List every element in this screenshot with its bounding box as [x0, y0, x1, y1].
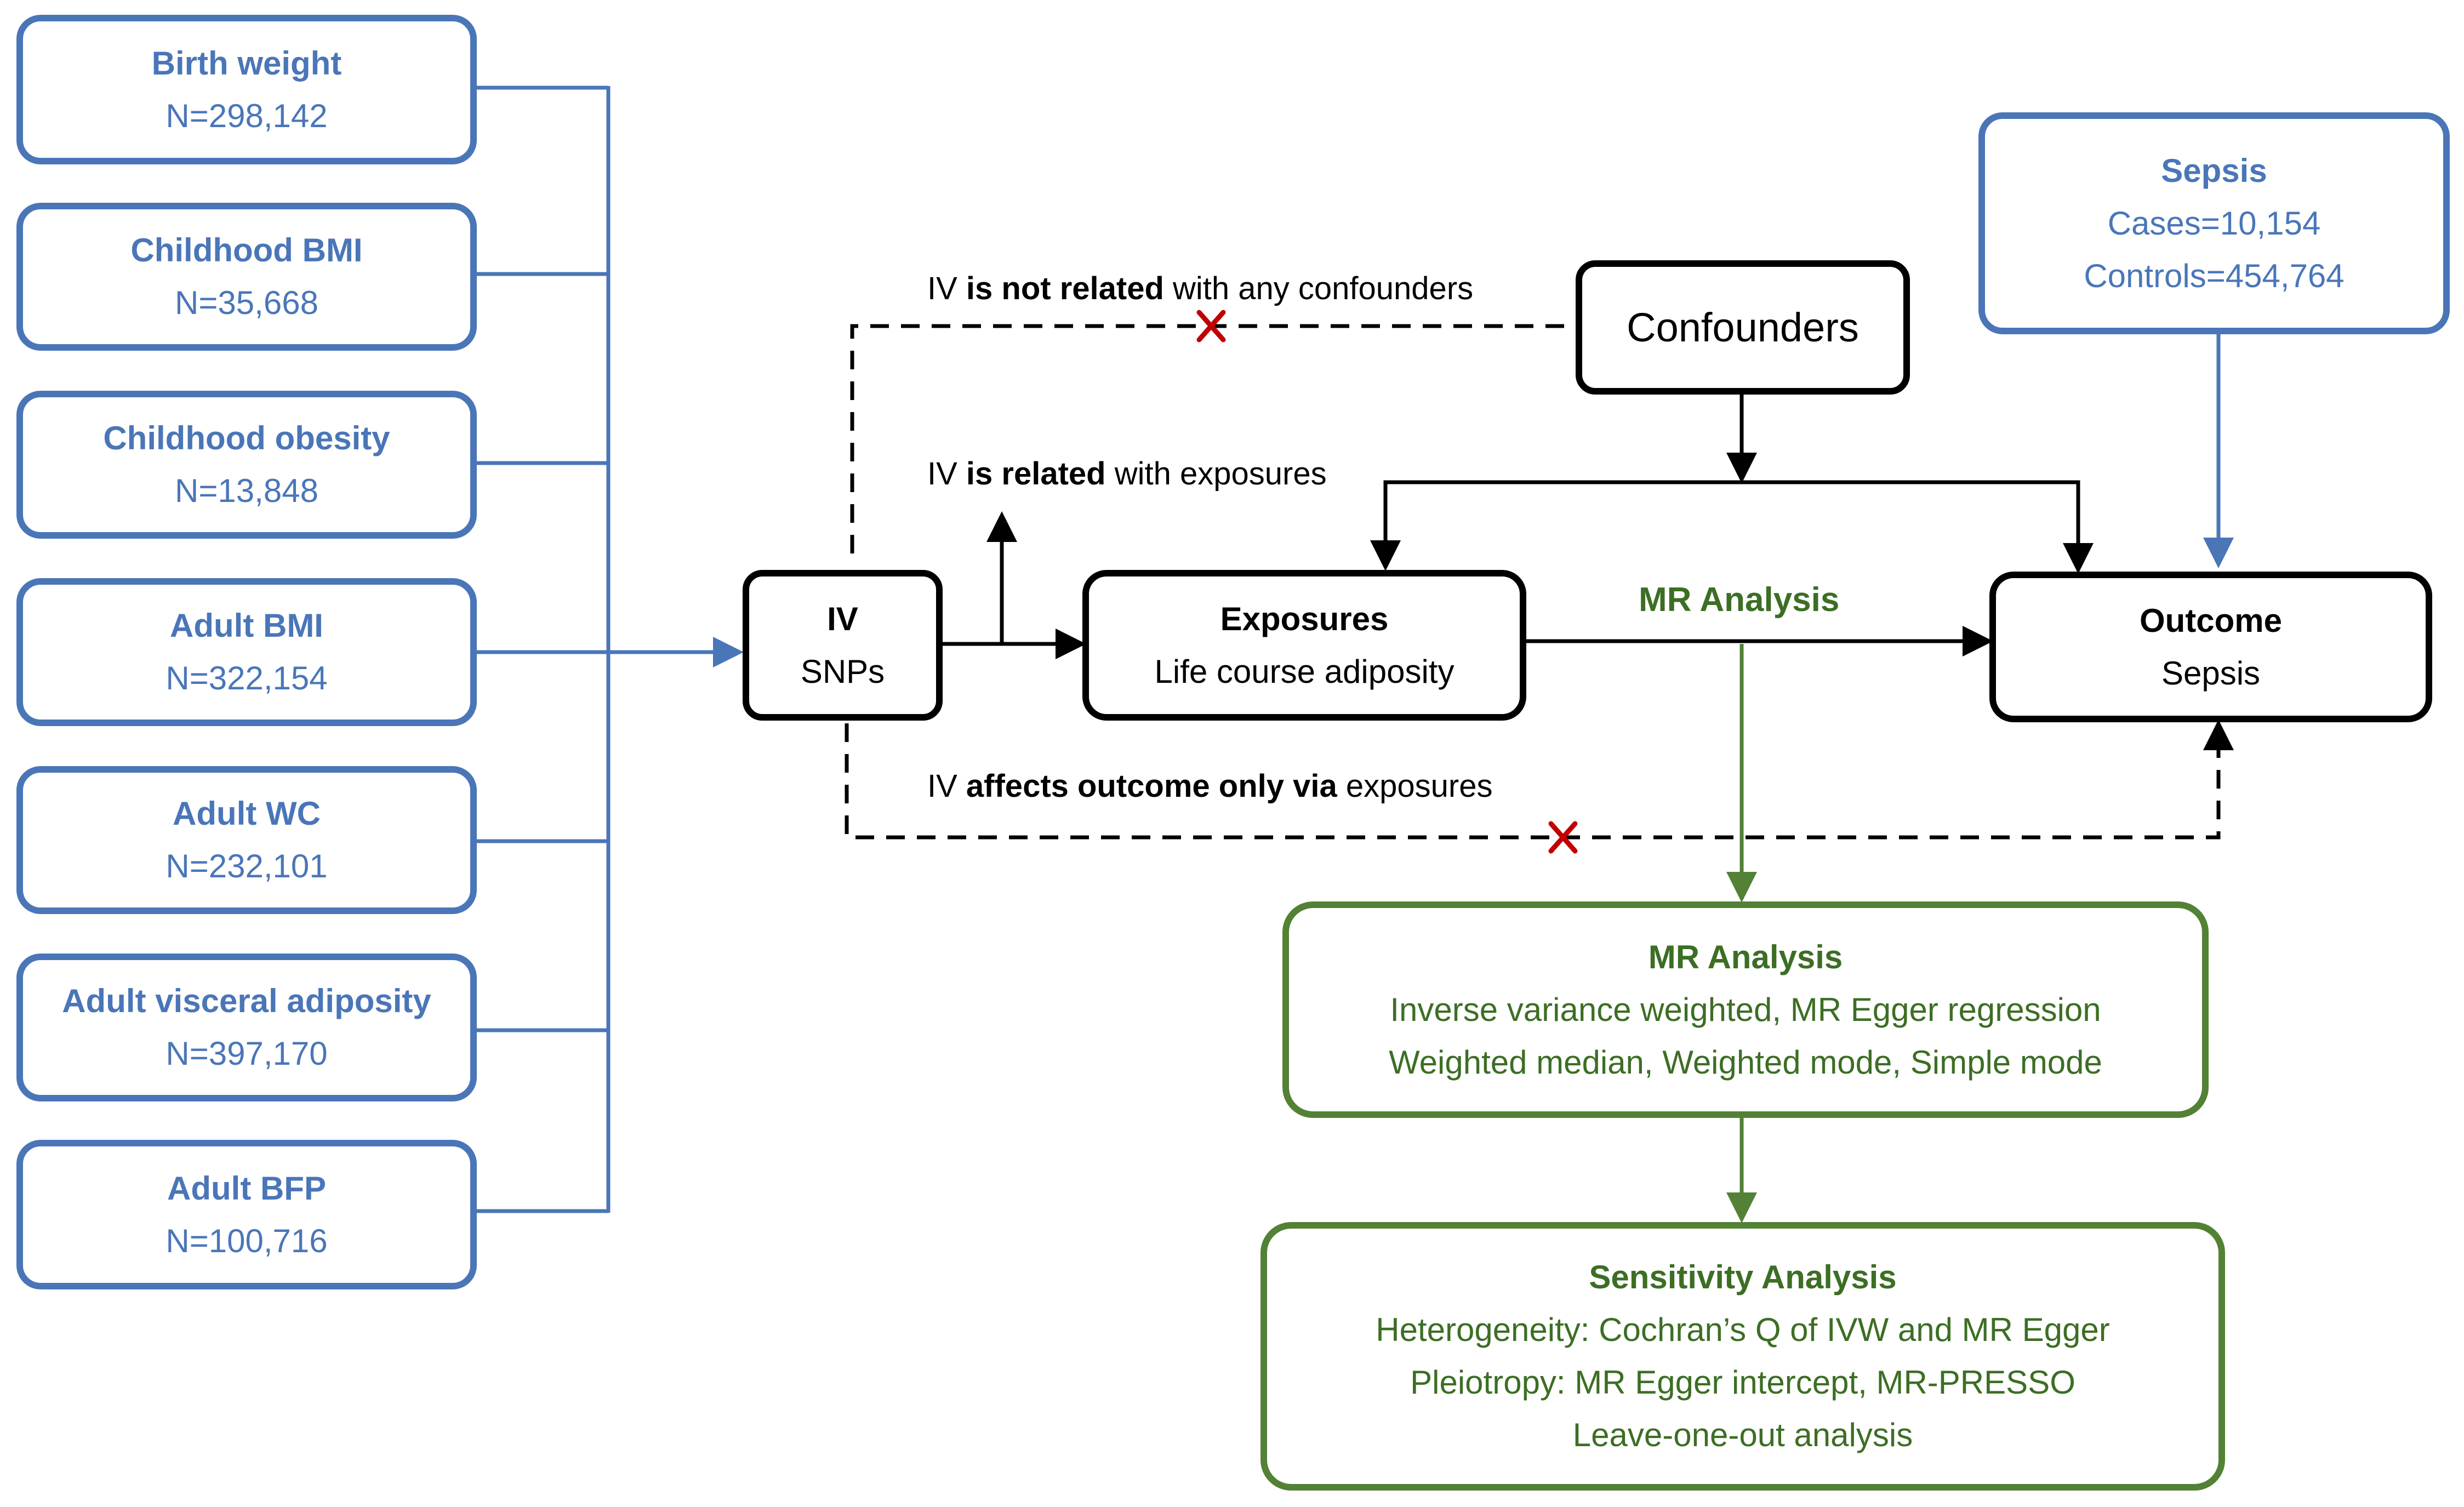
sepsis-cases: Cases=10,154 — [2107, 204, 2321, 242]
outcome-box: Outcome Sepsis — [1989, 572, 2432, 722]
assumption-suffix: exposures — [1337, 768, 1493, 804]
exposure-n: N=298,142 — [166, 97, 328, 134]
assumption-emphasis: affects outcome only via — [966, 768, 1337, 804]
assumption-only-via-label: IV affects outcome only via exposures — [927, 767, 1493, 806]
exposure-name: Adult BMI — [170, 607, 323, 644]
confounders-box: Confounders — [1576, 260, 1910, 395]
sensitivity-line: Leave-one-out analysis — [1572, 1417, 1913, 1453]
assumption-suffix: with exposures — [1105, 456, 1327, 492]
assumption-emphasis: is related — [966, 456, 1106, 492]
assumption-not-related-label: IV is not related with any confounders — [927, 270, 1473, 308]
exposure-name: Adult BFP — [167, 1169, 326, 1207]
confounders-branch-line — [1383, 480, 2080, 567]
exposure-n: N=232,101 — [166, 848, 328, 884]
exposure-box-adult-wc: Adult WC N=232,101 — [16, 766, 477, 914]
assumption-prefix: IV — [927, 271, 966, 306]
exposure-box-adult-bfp: Adult BFP N=100,716 — [16, 1140, 477, 1289]
exposure-name: Adult WC — [173, 795, 321, 832]
sepsis-controls: Controls=454,764 — [2084, 257, 2345, 294]
assumption-related-label: IV is related with exposures — [927, 455, 1327, 493]
assumption-prefix: IV — [927, 768, 966, 804]
sensitivity-analysis-box: Sensitivity Analysis Heterogeneity: Coch… — [1260, 1222, 2225, 1491]
sepsis-title: Sepsis — [2161, 152, 2267, 189]
exposure-n: N=35,668 — [175, 284, 318, 321]
exposure-name: Childhood BMI — [130, 232, 363, 269]
mr-arrow-label: MR Analysis — [1639, 581, 1840, 619]
outcome-sub: Sepsis — [2161, 654, 2261, 692]
exposures-box: Exposures Life course adiposity — [1082, 570, 1526, 721]
sepsis-box: Sepsis Cases=10,154 Controls=454,764 — [1978, 112, 2450, 334]
exposure-n: N=322,154 — [166, 660, 328, 697]
iv-confounders-dashed-path — [850, 324, 1576, 553]
assumption-suffix: with any confounders — [1163, 271, 1474, 306]
mr-analysis-title: MR Analysis — [1648, 938, 1843, 975]
cross-icon — [1548, 821, 1578, 854]
sensitivity-line: Pleiotropy: MR Egger intercept, MR-PRESS… — [1410, 1364, 2075, 1401]
exposure-bracket — [477, 85, 611, 1213]
exposure-n: N=13,848 — [175, 472, 318, 509]
outcome-title: Outcome — [2139, 602, 2283, 639]
confounders-label: Confounders — [1627, 304, 1859, 350]
exposures-sub: Life course adiposity — [1154, 653, 1455, 690]
exposure-name: Adult visceral adiposity — [62, 983, 431, 1019]
assumption-prefix: IV — [927, 456, 966, 492]
iv-title: IV — [827, 600, 858, 637]
mr-analysis-line: Weighted median, Weighted mode, Simple m… — [1389, 1043, 2102, 1081]
exposure-box-birth-weight: Birth weight N=298,142 — [16, 15, 477, 164]
mr-analysis-line: Inverse variance weighted, MR Egger regr… — [1390, 991, 2101, 1028]
sensitivity-title: Sensitivity Analysis — [1589, 1259, 1897, 1295]
exposure-n: N=100,716 — [166, 1222, 328, 1259]
iv-box: IV SNPs — [743, 570, 943, 721]
mr-analysis-box: MR Analysis Inverse variance weighted, M… — [1282, 901, 2209, 1118]
cross-icon — [1196, 310, 1226, 342]
iv-outcome-dashed-path — [845, 723, 2221, 840]
exposure-box-adult-visceral-adiposity: Adult visceral adiposity N=397,170 — [16, 954, 477, 1101]
assumption-emphasis: is not related — [966, 271, 1164, 306]
exposure-box-adult-bmi: Adult BMI N=322,154 — [16, 578, 477, 726]
exposure-name: Birth weight — [151, 44, 342, 82]
exposure-box-childhood-obesity: Childhood obesity N=13,848 — [16, 391, 477, 539]
exposure-name: Childhood obesity — [103, 420, 390, 456]
exposure-box-childhood-bmi: Childhood BMI N=35,668 — [16, 203, 477, 351]
iv-sub: SNPs — [800, 653, 885, 690]
exposures-title: Exposures — [1220, 600, 1389, 637]
sensitivity-line: Heterogeneity: Cochran’s Q of IVW and MR… — [1376, 1311, 2110, 1348]
exposure-n: N=397,170 — [166, 1035, 328, 1072]
